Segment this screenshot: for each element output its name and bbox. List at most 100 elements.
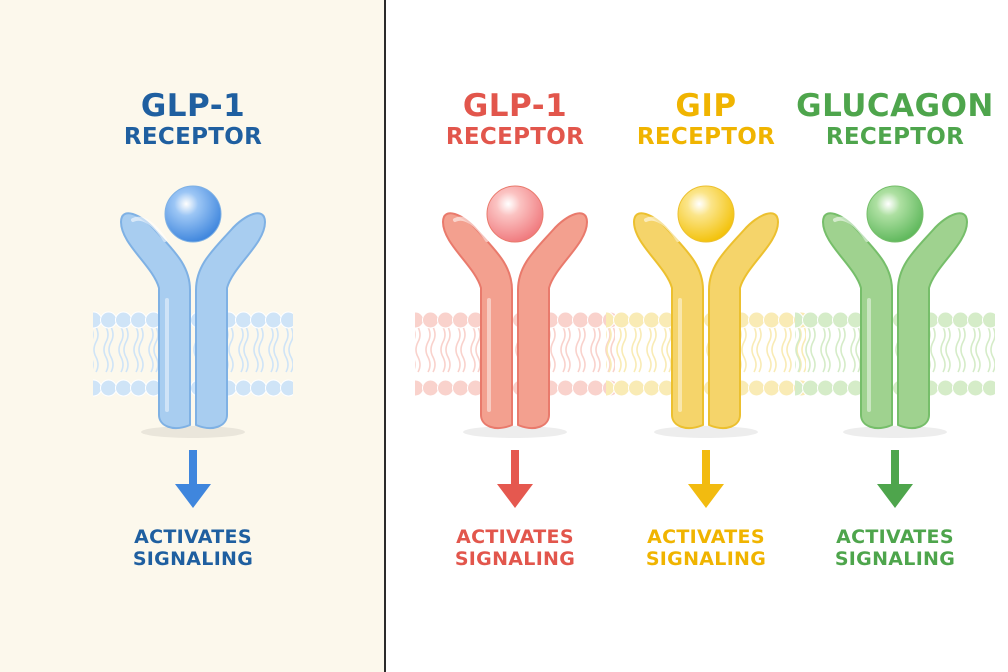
lipid-tail bbox=[826, 327, 830, 372]
lipid-head bbox=[629, 380, 645, 396]
lipid-tail bbox=[757, 327, 761, 372]
ligand-sphere bbox=[867, 186, 923, 242]
receptor-card-glp1-single: GLP-1 RECEPTOR ACTIVATES SIGNALING bbox=[93, 0, 293, 672]
lipid-tail bbox=[596, 327, 600, 372]
lipid-head bbox=[749, 380, 765, 396]
down-arrow-icon bbox=[606, 446, 806, 516]
lipid-tail bbox=[431, 327, 435, 372]
lipid-tail bbox=[566, 327, 570, 372]
arrow-head bbox=[497, 484, 533, 508]
lipid-tail bbox=[289, 327, 293, 372]
down-arrow-icon bbox=[93, 446, 293, 516]
lipid-bilayer bbox=[606, 312, 806, 396]
lipid-head bbox=[116, 312, 132, 328]
ligand-sphere bbox=[678, 186, 734, 242]
lipid-tail bbox=[476, 327, 480, 372]
lipid-tail bbox=[229, 327, 233, 372]
caption-signaling: SIGNALING bbox=[93, 548, 293, 570]
lipid-tail bbox=[647, 327, 651, 372]
lipid-head bbox=[833, 312, 849, 328]
lipid-tail bbox=[561, 327, 565, 372]
lipid-head bbox=[453, 380, 469, 396]
lipid-head bbox=[251, 380, 267, 396]
lipid-tail bbox=[787, 327, 791, 372]
lipid-tail bbox=[274, 327, 278, 372]
lipid-head bbox=[938, 380, 954, 396]
lipid-head bbox=[573, 312, 589, 328]
lipid-tail bbox=[239, 327, 243, 372]
lipid-tail bbox=[976, 327, 980, 372]
blue-receptor-icon bbox=[93, 170, 293, 440]
lipid-tail bbox=[607, 327, 611, 372]
lipid-tail bbox=[856, 327, 860, 372]
lipid-tail bbox=[109, 327, 113, 372]
receptor-card-gip: GIP RECEPTOR ACTIVATES SIGNALING bbox=[606, 0, 806, 672]
lipid-bilayer bbox=[795, 312, 995, 396]
green-receptor-icon bbox=[795, 170, 995, 440]
lipid-tail bbox=[782, 327, 786, 372]
lipid-head bbox=[573, 380, 589, 396]
lipid-head bbox=[953, 380, 969, 396]
caption-activates: ACTIVATES bbox=[415, 526, 615, 548]
lipid-head bbox=[803, 312, 819, 328]
caption-signaling: SIGNALING bbox=[606, 548, 806, 570]
lipid-head bbox=[644, 312, 660, 328]
lipid-tail bbox=[244, 327, 248, 372]
lipid-bilayer bbox=[93, 312, 293, 396]
lipid-tail bbox=[259, 327, 263, 372]
panel-divider bbox=[384, 0, 386, 672]
lipid-head bbox=[614, 312, 630, 328]
receptor-title: GIP bbox=[606, 88, 806, 124]
lipid-head bbox=[236, 312, 252, 328]
receptor-shadow bbox=[843, 426, 947, 438]
lipid-head bbox=[968, 312, 984, 328]
lipid-head bbox=[281, 380, 294, 396]
lipid-tail bbox=[446, 327, 450, 372]
lipid-tail bbox=[426, 327, 430, 372]
ligand-sphere bbox=[165, 186, 221, 242]
lipid-tail bbox=[581, 327, 585, 372]
lipid-tail bbox=[617, 327, 621, 372]
lipid-tail bbox=[991, 327, 995, 372]
lipid-head bbox=[588, 312, 604, 328]
lipid-tail bbox=[752, 327, 756, 372]
lipid-head bbox=[938, 312, 954, 328]
receptor-title: GLP-1 bbox=[415, 88, 615, 124]
lipid-tail bbox=[456, 327, 460, 372]
arrow-head bbox=[877, 484, 913, 508]
lipid-tail bbox=[971, 327, 975, 372]
lipid-tail bbox=[767, 327, 771, 372]
lipid-tail bbox=[416, 327, 420, 372]
lipid-tail bbox=[931, 327, 935, 372]
caption-signaling: SIGNALING bbox=[795, 548, 995, 570]
lipid-head bbox=[453, 312, 469, 328]
receptor-subtitle: RECEPTOR bbox=[795, 124, 995, 150]
lipid-head bbox=[764, 380, 780, 396]
arrow-shaft bbox=[891, 450, 899, 486]
receptor-card-glucagon: GLUCAGON RECEPTOR ACTIVATES SIGNALING bbox=[795, 0, 995, 672]
lipid-tail bbox=[811, 327, 815, 372]
lipid-tail bbox=[576, 327, 580, 372]
lipid-tail bbox=[284, 327, 288, 372]
red-receptor-icon bbox=[415, 170, 615, 440]
lipid-head bbox=[101, 380, 117, 396]
lipid-head bbox=[266, 312, 282, 328]
lipid-head bbox=[423, 312, 439, 328]
receptor-shadow bbox=[654, 426, 758, 438]
lipid-tail bbox=[104, 327, 108, 372]
lipid-tail bbox=[841, 327, 845, 372]
lipid-head bbox=[558, 380, 574, 396]
lipid-tail bbox=[772, 327, 776, 372]
lipid-tail bbox=[124, 327, 128, 372]
receptor-subtitle: RECEPTOR bbox=[606, 124, 806, 150]
lipid-head bbox=[236, 380, 252, 396]
lipid-head bbox=[116, 380, 132, 396]
lipid-tail bbox=[986, 327, 990, 372]
arrow-shaft bbox=[189, 450, 197, 486]
lipid-tail bbox=[637, 327, 641, 372]
lipid-tail bbox=[956, 327, 960, 372]
down-arrow-icon bbox=[415, 446, 615, 516]
lipid-tail bbox=[961, 327, 965, 372]
lipid-head bbox=[968, 380, 984, 396]
lipid-head bbox=[779, 380, 795, 396]
